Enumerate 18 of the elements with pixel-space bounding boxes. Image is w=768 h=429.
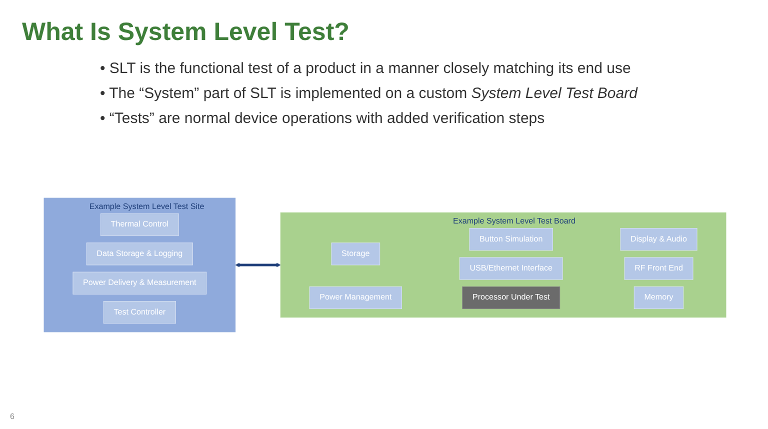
page-number: 6 <box>10 412 14 421</box>
node-box: Display & Audio <box>620 228 698 251</box>
bullet-text: • SLT is the functional test of a product in a manner closely matching its end use <box>100 59 632 79</box>
node-box: Test Controller <box>103 301 176 324</box>
slide-title: What Is System Level Test? <box>22 18 350 47</box>
node-box: Button Simulation <box>469 228 553 251</box>
node-box: Power Management <box>309 286 402 310</box>
node-box: Thermal Control <box>100 213 179 236</box>
node-box: Storage <box>331 242 380 266</box>
node-box: Processor Under Test <box>462 286 560 310</box>
arrow <box>235 262 281 268</box>
node-box: USB/Ethernet Interface <box>459 257 563 280</box>
bullet-text: • “Tests” are normal device operations with added verification steps <box>100 109 546 129</box>
node-box: Memory <box>634 286 684 310</box>
node-box: Power Delivery & Measurement <box>72 272 207 294</box>
node-box: RF Front End <box>624 257 694 280</box>
bullet-text: • The “System” part of SLT is implemented on a custom System Level Test Board <box>100 84 638 104</box>
node-box: Data Storage & Logging <box>86 242 193 266</box>
